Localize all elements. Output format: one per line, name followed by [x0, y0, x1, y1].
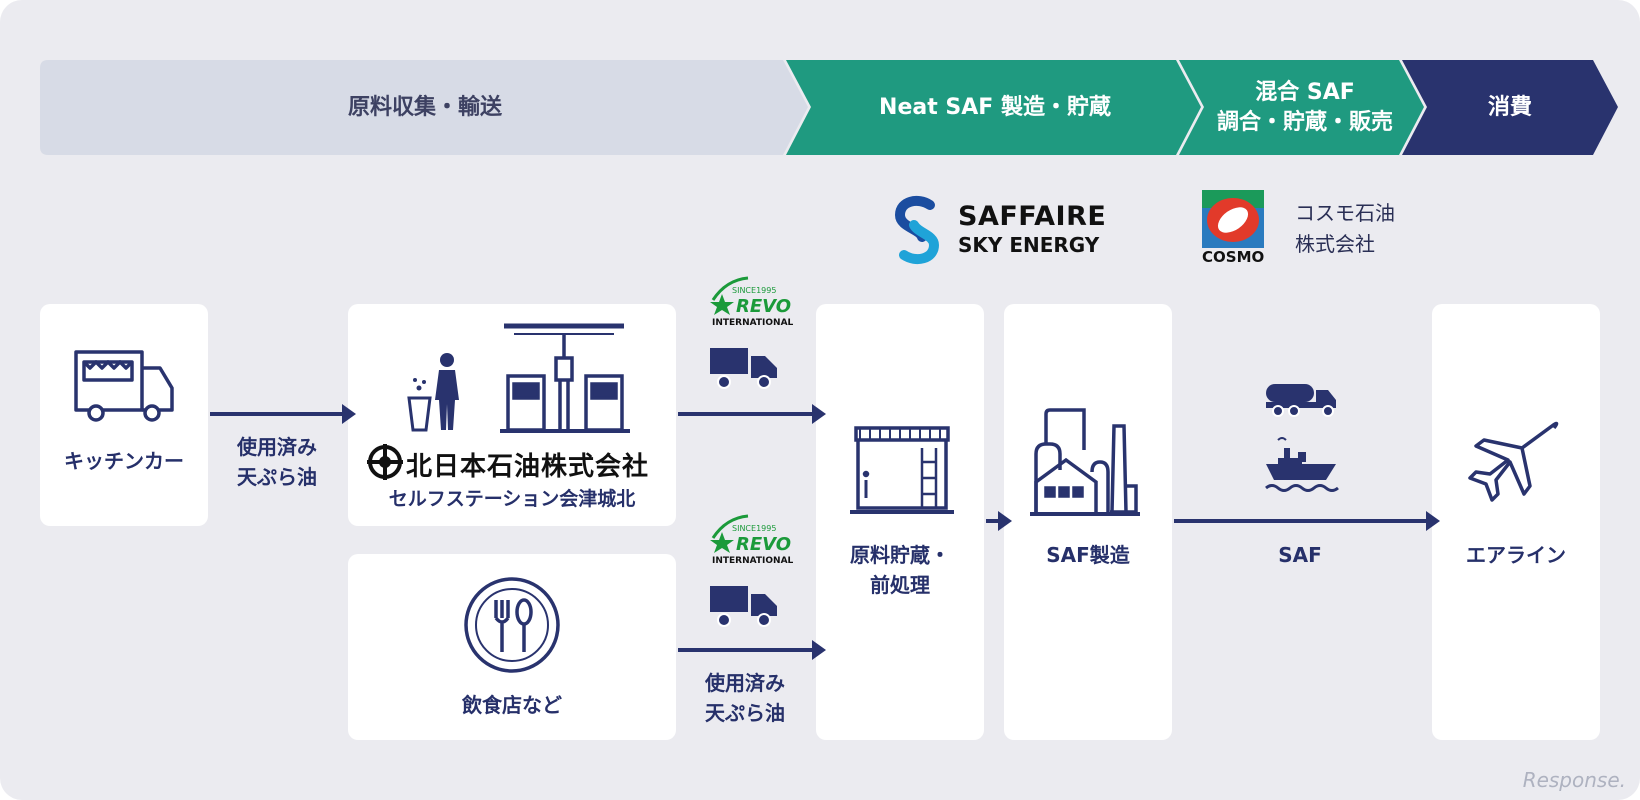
arrow-production-to-airline — [1174, 511, 1440, 531]
restaurant-card — [348, 554, 676, 740]
airplane-icon — [1468, 421, 1559, 502]
stage-blending-label: 混合 SAF 調合・貯蔵・販売 — [1216, 79, 1393, 135]
storage-card — [816, 304, 984, 740]
food-truck-icon — [74, 350, 174, 422]
saffaire-sub: SKY ENERGY — [958, 233, 1100, 257]
cosmo-logo: COSMO — [1202, 190, 1266, 268]
arrow-station-to-storage — [678, 404, 826, 424]
stage-production-label: Neat SAF 製造・貯蔵 — [879, 94, 1111, 120]
saffaire-mark-icon — [894, 195, 940, 265]
revo-sub-2: INTERNATIONAL — [712, 556, 794, 566]
revo-sub-1: INTERNATIONAL — [712, 318, 794, 328]
stage-banner — [40, 60, 1618, 155]
arrow-kitchen-to-station — [210, 404, 356, 424]
stage-collection-label: 原料収集・輸送 — [347, 94, 502, 120]
truck-icon-1 — [710, 348, 777, 389]
storage-tank-icon — [850, 426, 954, 514]
self-station-label: セルフステーション会津城北 — [388, 488, 636, 510]
saf-production-label: SAF製造 — [1046, 543, 1130, 567]
disposal-icon — [407, 353, 459, 432]
plate-cutlery-icon — [464, 577, 560, 673]
stage-production-shape — [786, 60, 1201, 155]
revo-name-1: REVO — [736, 296, 792, 317]
arrow-storage-to-production — [986, 511, 1012, 531]
stage-collection-shape — [40, 60, 808, 155]
airline-card — [1432, 304, 1600, 740]
restaurant-label: 飲食店など — [462, 693, 562, 717]
revo-logo-icon-1 — [710, 276, 749, 315]
kitchen-car-card — [40, 304, 208, 526]
cosmo-logo-text: COSMO — [1202, 248, 1265, 266]
gas-station-icon — [500, 323, 630, 433]
revo-since-2: SINCE1995 — [732, 524, 777, 533]
saffaire-name: SAFFAIRE — [958, 201, 1107, 232]
stage-consumption-label: 消費 — [1487, 94, 1532, 120]
cosmo-name-line1: コスモ石油 — [1295, 201, 1395, 225]
saf-production-card — [1004, 304, 1172, 740]
revo-logo-icon-2 — [710, 514, 749, 553]
stage-blending-shape — [1179, 60, 1424, 155]
tanker-truck-icon — [1266, 384, 1336, 417]
kitanihon-name: 北日本石油株式会社 — [406, 452, 650, 482]
cosmo-mark-icon — [1202, 190, 1264, 248]
saffaire-logo: SAFFAIRE SKY ENERGY — [888, 195, 1128, 265]
truck-icon-2 — [710, 586, 777, 627]
edge-used-oil-2: 使用済み 天ぷら油 — [705, 671, 785, 725]
revo-name-2: REVO — [736, 534, 792, 555]
arrow-restaurant-to-storage — [678, 640, 826, 660]
revo-since-1: SINCE1995 — [732, 286, 777, 295]
cosmo-name-line2: 株式会社 — [1295, 232, 1375, 256]
kitchen-car-label: キッチンカー — [64, 449, 184, 473]
watermark: Response. — [1522, 768, 1626, 792]
ship-icon — [1265, 437, 1339, 492]
factory-icon — [1030, 408, 1140, 516]
storage-label: 原料貯蔵・ 前処理 — [850, 543, 950, 597]
airline-label: エアライン — [1466, 543, 1566, 567]
stage-consumption-shape — [1402, 60, 1618, 155]
edge-used-oil-1: 使用済み 天ぷら油 — [237, 435, 317, 489]
edge-saf-label: SAF — [1278, 543, 1322, 567]
kitanihon-logo-icon — [367, 444, 403, 480]
